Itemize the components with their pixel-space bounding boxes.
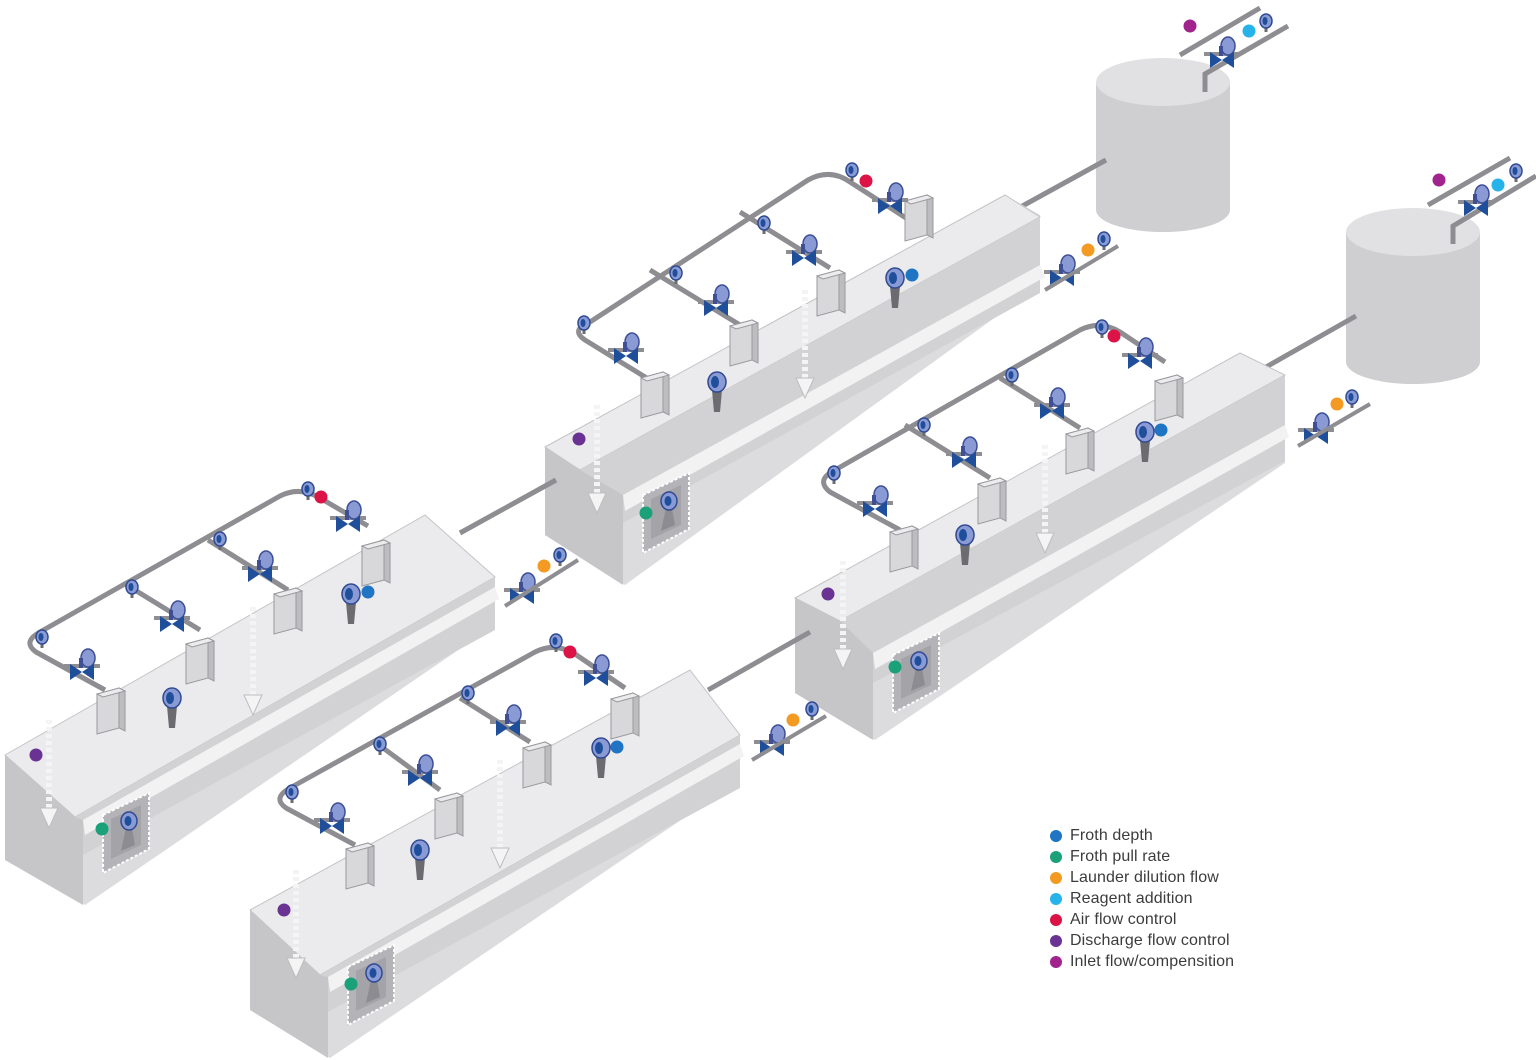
inlet-flow-compensation-dot-icon <box>1050 955 1062 968</box>
air-flow-control-dot-icon <box>1050 913 1062 926</box>
legend-item-discharge-flow-control: Discharge flow control <box>1050 930 1310 951</box>
legend-label: Inlet flow/compensition <box>1070 952 1235 970</box>
legend-label: Launder dilution flow <box>1070 868 1219 886</box>
legend-label: Discharge flow control <box>1070 931 1230 949</box>
froth-pull-rate-dot-icon <box>1050 850 1062 863</box>
interconnect-pipes <box>458 477 812 693</box>
legend-label: Froth depth <box>1070 826 1153 844</box>
reagent-tank-2 <box>1250 155 1536 384</box>
legend-item-launder-dilution-flow: Launder dilution flow <box>1050 867 1310 888</box>
launder-dilution-lines <box>503 244 1372 762</box>
discharge-flow-control-dot-icon <box>1050 934 1062 947</box>
launder-dilution-flow-dot-icon <box>1050 871 1062 884</box>
legend-label: Reagent addition <box>1070 889 1193 907</box>
legend-item-reagent-addition: Reagent addition <box>1050 888 1310 909</box>
legend-label: Air flow control <box>1070 910 1177 928</box>
legend: Froth depth Froth pull rate Launder dilu… <box>1050 825 1310 972</box>
legend-item-froth-pull-rate: Froth pull rate <box>1050 846 1310 867</box>
froth-depth-dot-icon <box>1050 829 1062 842</box>
legend-item-froth-depth: Froth depth <box>1050 825 1310 846</box>
reagent-tank-1 <box>1004 5 1290 232</box>
reagent-addition-dot-icon <box>1050 892 1062 905</box>
indicator-dots <box>29 19 1505 991</box>
legend-label: Froth pull rate <box>1070 847 1171 865</box>
legend-item-inlet-flow-compensation: Inlet flow/compensition <box>1050 951 1310 972</box>
legend-item-air-flow-control: Air flow control <box>1050 909 1310 930</box>
